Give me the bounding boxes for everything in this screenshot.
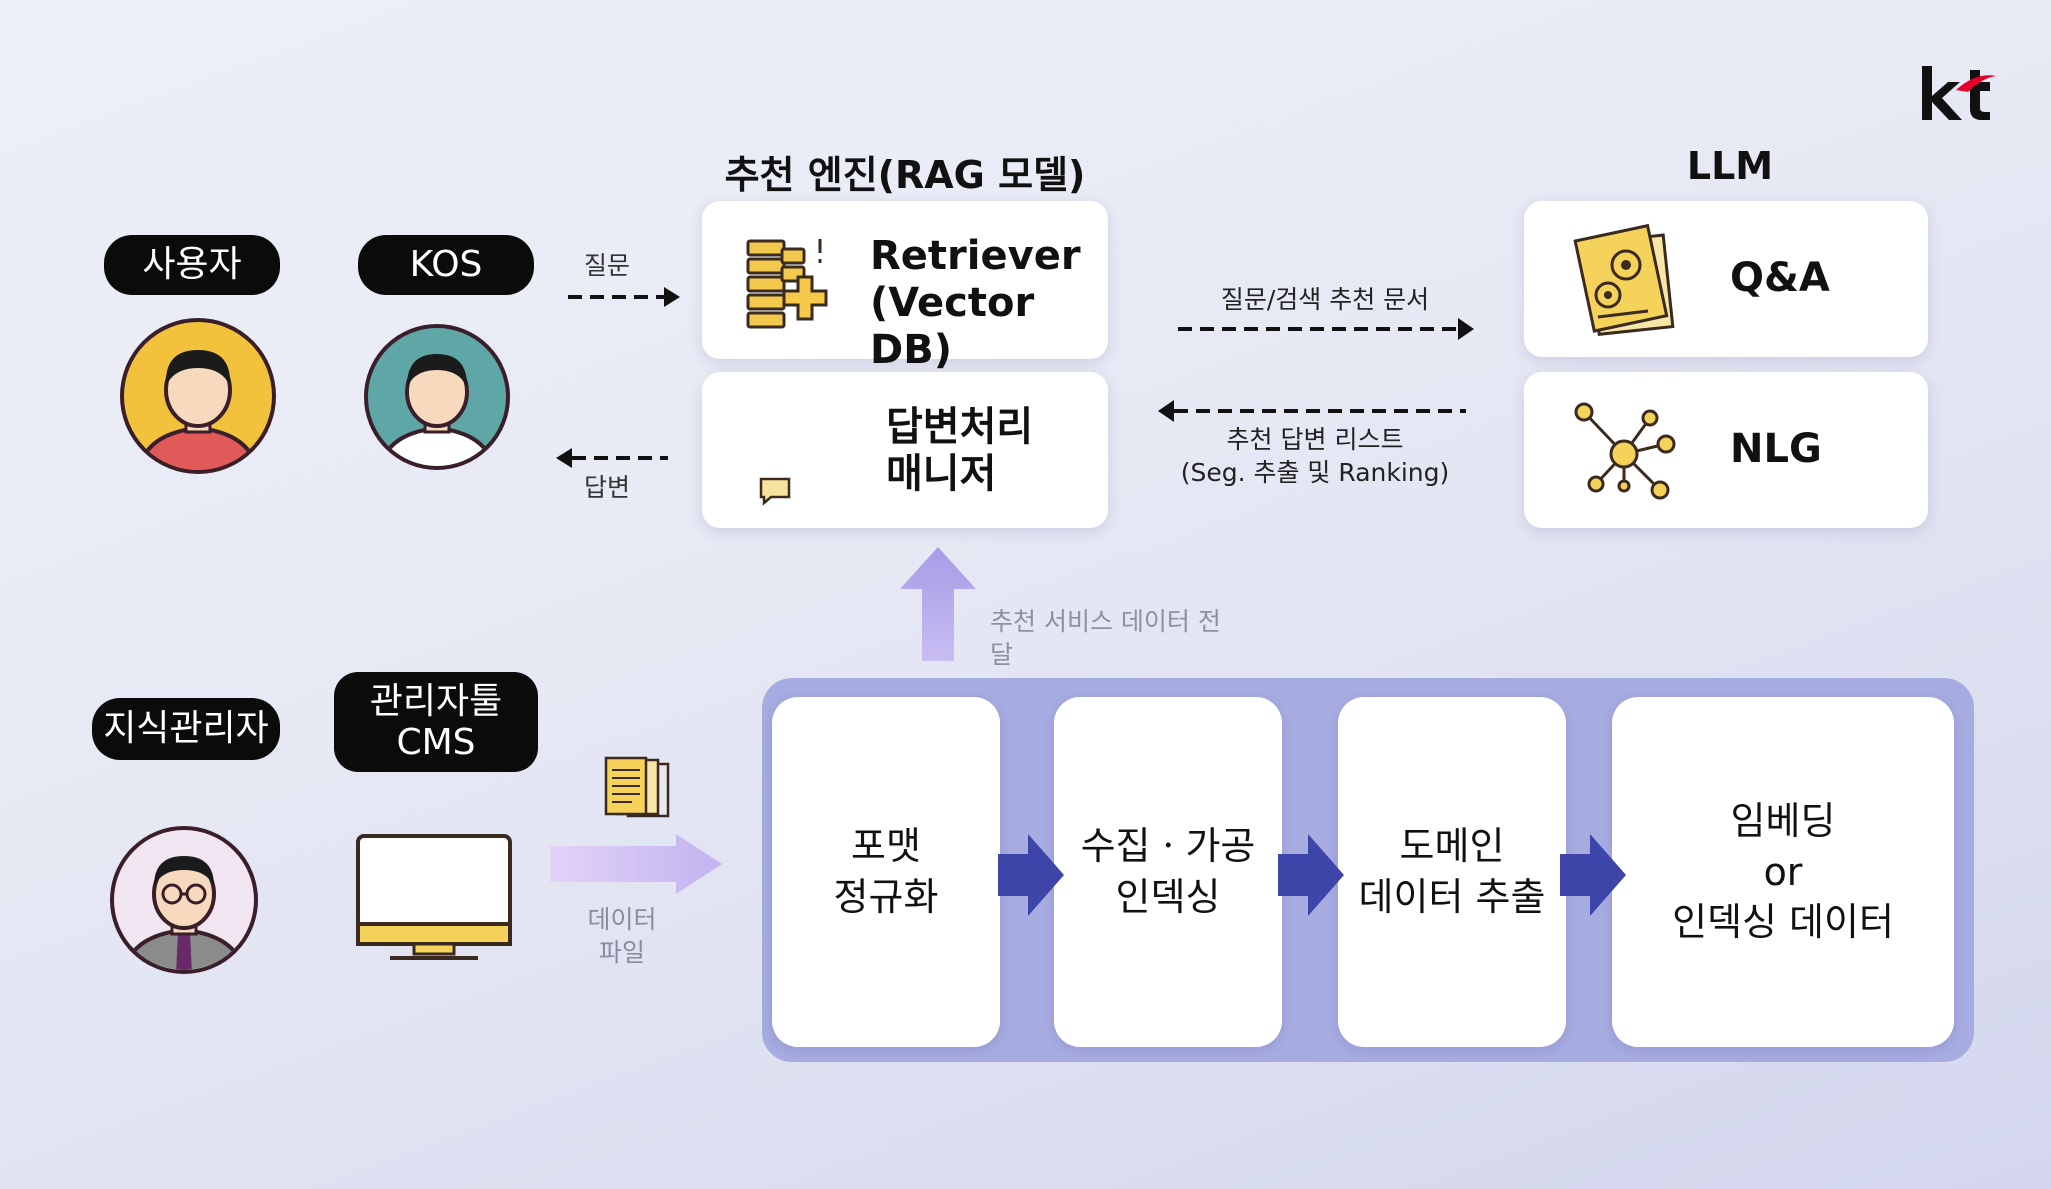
retriever-card: Retriever (Vector DB) bbox=[702, 201, 1108, 373]
answer-label: 답변 bbox=[583, 473, 630, 502]
service-transfer-label: 추천 서비스 데이터 전달 bbox=[990, 607, 1221, 669]
knowledge-admin-badge: 지식관리자 bbox=[92, 698, 280, 760]
query-docs-label: 질문/검색 추천 문서 bbox=[1220, 285, 1430, 314]
answer-list-arrow bbox=[1158, 400, 1466, 422]
kos-badge: KOS bbox=[358, 235, 534, 295]
retriever-text: Retriever (Vector DB) bbox=[870, 233, 1081, 374]
answer-manager-text: 답변처리 매니저 bbox=[886, 404, 1034, 498]
answer-manager-card: 답변처리 매니저 bbox=[702, 372, 1108, 528]
query-docs-arrow bbox=[1178, 318, 1474, 340]
monitor-icon bbox=[354, 832, 514, 964]
document-stack-icon bbox=[602, 756, 674, 820]
pipeline-step-indexing: 수집ㆍ가공 인덱싱 bbox=[1054, 697, 1282, 1047]
user-avatar bbox=[118, 316, 278, 476]
pipeline-arrow-2 bbox=[1278, 834, 1344, 916]
pipeline-step-format: 포맷 정규화 bbox=[772, 697, 1000, 1047]
network-nodes-icon bbox=[1566, 396, 1696, 506]
upload-arrow bbox=[550, 834, 722, 894]
chat-icon bbox=[758, 476, 792, 506]
pipeline-arrow-1 bbox=[998, 834, 1064, 916]
pipeline-step-domain: 도메인 데이터 추출 bbox=[1338, 697, 1566, 1047]
documents-gear-icon bbox=[1568, 223, 1686, 341]
knowledge-admin-avatar bbox=[108, 824, 260, 976]
pipeline-step-embedding: 임베딩 or 인덱싱 데이터 bbox=[1612, 697, 1954, 1047]
qa-card: Q&A bbox=[1524, 201, 1928, 357]
service-transfer-arrow bbox=[900, 547, 976, 661]
admin-tool-badge: 관리자툴 CMS bbox=[334, 672, 538, 772]
qa-text: Q&A bbox=[1730, 255, 1830, 301]
answer-arrow bbox=[556, 448, 668, 468]
question-label: 질문 bbox=[583, 251, 630, 280]
data-file-label: 데이터 파일 bbox=[587, 905, 657, 967]
kos-avatar bbox=[362, 322, 512, 472]
kt-logo bbox=[1918, 62, 1998, 124]
nlg-text: NLG bbox=[1730, 426, 1822, 472]
llm-title: LLM bbox=[1686, 144, 1774, 188]
user-badge: 사용자 bbox=[104, 235, 280, 295]
rag-engine-title: 추천 엔진(RAG 모델) bbox=[724, 153, 1086, 197]
nlg-card: NLG bbox=[1524, 372, 1928, 528]
pipeline-arrow-3 bbox=[1560, 834, 1626, 916]
question-arrow bbox=[568, 287, 680, 307]
answer-list-label: 추천 답변 리스트 (Seg. 추출 및 Ranking) bbox=[1180, 425, 1450, 487]
database-plus-icon bbox=[742, 231, 832, 331]
